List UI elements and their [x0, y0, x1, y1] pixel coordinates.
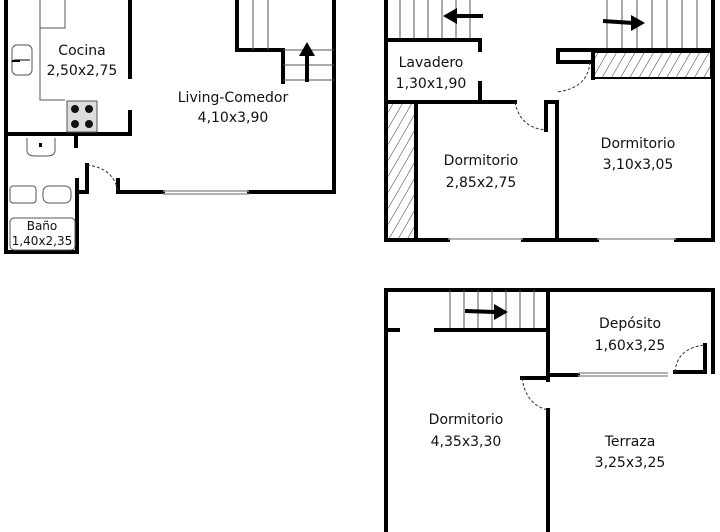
- room-size-cocina: 2,50x2,75: [47, 63, 118, 79]
- toilet-icon: [42, 185, 72, 204]
- room-name-terraza: Terraza: [604, 434, 656, 450]
- room-size-deposito: 1,60x3,25: [595, 338, 666, 354]
- room-size-lavadero: 1,30x1,90: [396, 76, 467, 92]
- room-name-living: Living-Comedor: [178, 90, 289, 106]
- stair-up-arrow-icon: [299, 42, 315, 82]
- room-name-cocina: Cocina: [58, 43, 105, 59]
- room-name-dormitorio-1: Dormitorio: [444, 153, 519, 169]
- room-name-dormitorio-3: Dormitorio: [429, 412, 504, 428]
- ground-floor-plan: Cocina 2,50x2,75 Living-Comedor 4,10x3,9…: [4, 0, 336, 254]
- room-name-bano: Baño: [27, 219, 58, 233]
- room-size-living: 4,10x3,90: [198, 110, 269, 126]
- room-size-terraza: 3,25x3,25: [595, 455, 666, 471]
- stair-right-arrow-icon: [464, 304, 508, 320]
- room-size-dormitorio-2: 3,10x3,05: [603, 157, 674, 173]
- kitchen-sink-icon: [11, 44, 33, 76]
- stove-icon: [66, 100, 98, 133]
- stair-left-arrow-icon: [443, 8, 483, 24]
- room-size-dormitorio-3: 4,35x3,30: [431, 434, 502, 450]
- bathtub-icon: [9, 185, 37, 204]
- bathroom-sink-icon: [26, 138, 56, 157]
- room-name-deposito: Depósito: [599, 316, 661, 332]
- room-name-dormitorio-2: Dormitorio: [601, 136, 676, 152]
- room-name-lavadero: Lavadero: [399, 55, 464, 71]
- room-size-bano: 1,40x2,35: [12, 234, 73, 248]
- room-size-dormitorio-1: 2,85x2,75: [446, 175, 517, 191]
- stair-right-arrow-icon: [602, 15, 645, 31]
- first-floor-plan: Lavadero 1,30x1,90 Dormitorio 2,85x2,75 …: [384, 0, 715, 242]
- second-floor-plan: Depósito 1,60x3,25 Dormitorio 4,35x3,30 …: [384, 288, 715, 532]
